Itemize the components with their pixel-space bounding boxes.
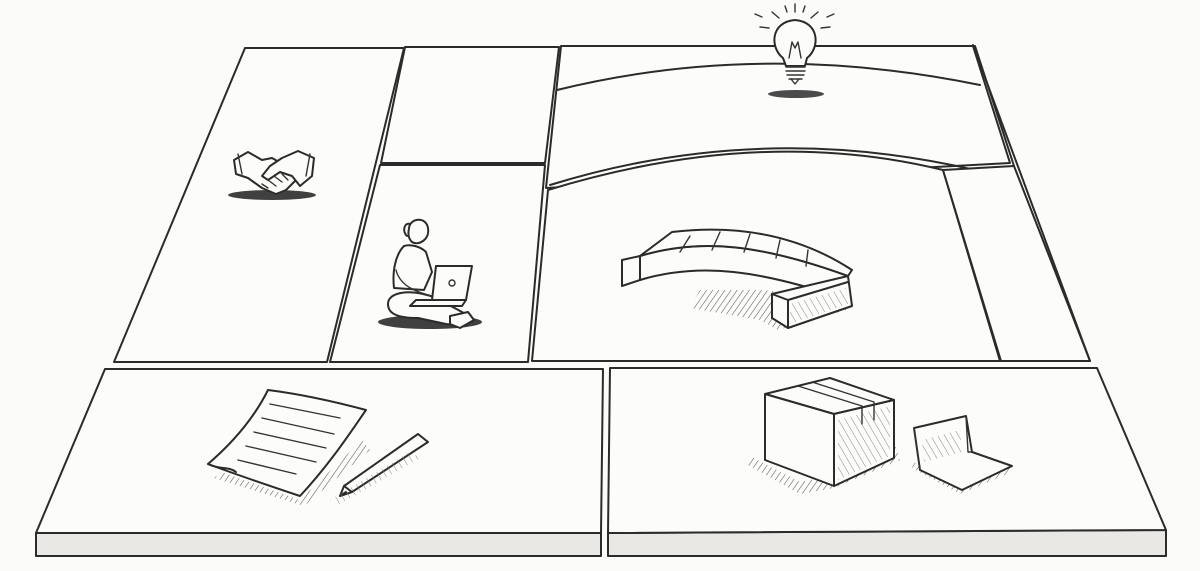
lightbulb-icon: [754, 3, 835, 98]
person-laptop-icon: [378, 218, 482, 329]
block-key-activities: [380, 46, 560, 164]
block-value-proposition: [545, 45, 1011, 189]
frame-divider: [974, 45, 1015, 167]
block-key-resources: [329, 164, 546, 363]
block-key-partners: [113, 47, 405, 363]
handshake-icon: [228, 150, 316, 200]
document-pencil-icon: [207, 389, 429, 506]
bridge-icon: [614, 228, 853, 330]
box-card-icon: [746, 377, 1013, 494]
